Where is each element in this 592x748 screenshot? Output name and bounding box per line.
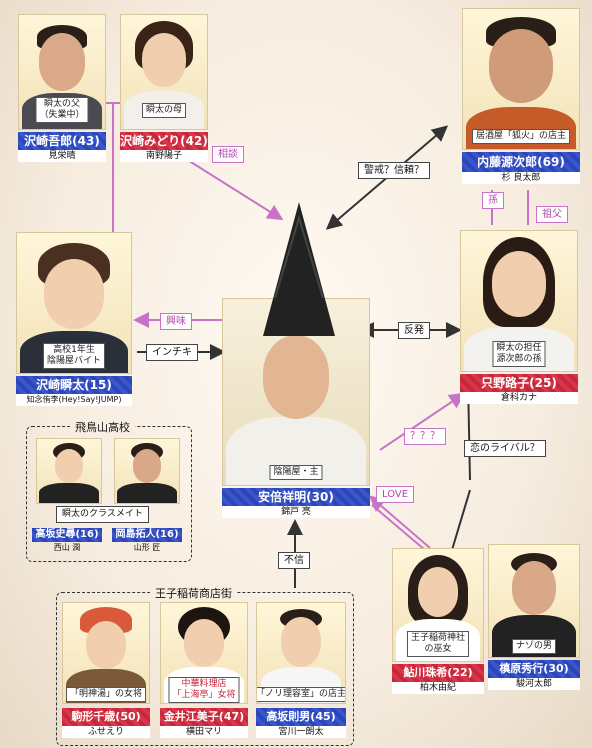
group-shopping-title: 王子稲荷商店街 <box>150 585 237 601</box>
role-classmates: 瞬太のクラスメイト <box>56 506 149 523</box>
face <box>263 335 329 419</box>
face <box>55 449 83 483</box>
actor-seimei: 錦戸 亮 <box>222 506 370 518</box>
actor-makihara: 駿河太郎 <box>488 678 580 690</box>
role-seimei: 陰陽屋・主 <box>269 465 323 480</box>
name-emiko: 金井江美子(47) <box>160 708 248 726</box>
photo-norio: 「ノリ理容室」の店主 <box>256 602 346 704</box>
card-emiko: 中華料理店「上海亭」女将 金井江美子(47) 横田マリ <box>160 602 248 746</box>
role-norio: 「ノリ理容室」の店主 <box>257 687 345 702</box>
label-hanpatsu: 反発 <box>398 322 430 339</box>
role-michiko: 瞬太の担任源次郎の孫 <box>492 341 546 367</box>
role-genjiro: 居酒屋「狐火」の店主 <box>471 129 571 144</box>
role-goro: 瞬太の父（失業中） <box>35 97 89 123</box>
actor-midori: 南野陽子 <box>120 150 208 162</box>
actor-shunta: 知念侑李(Hey!Say!JUMP) <box>16 394 132 406</box>
face <box>39 33 85 91</box>
label-love: LOVE <box>376 486 415 503</box>
actor-goro: 見栄晴 <box>18 150 106 162</box>
photo-chigusa: 「明神湯」の女将 <box>62 602 150 704</box>
photo-goro: 瞬太の父（失業中） <box>18 14 106 130</box>
photo-genjiro: 居酒屋「狐火」の店主 <box>462 8 580 150</box>
label-rival: 恋のライバル？ <box>464 440 546 457</box>
name-shiho: 高坂史尋(16) <box>32 528 102 542</box>
card-norio: 「ノリ理容室」の店主 高坂則男(45) 宮川一朗太 <box>256 602 346 746</box>
card-shunta: 高校1年生陰陽屋バイト 沢崎瞬太(15) 知念侑李(Hey!Say!JUMP) <box>16 232 132 410</box>
role-midori: 瞬太の母 <box>141 103 187 118</box>
actor-emiko: 横田マリ <box>160 726 248 738</box>
group-school-title: 飛鳥山高校 <box>70 419 135 435</box>
face <box>492 251 546 317</box>
label-sodan: 相談 <box>212 146 244 163</box>
photo-juki: 王子稲荷神社の巫女 <box>392 548 484 662</box>
name-takuto: 岡島拓人(16) <box>112 528 182 542</box>
face <box>281 617 321 667</box>
name-chigusa: 駒形千歳(50) <box>62 708 150 726</box>
label-hatena: ？？？ <box>404 428 446 445</box>
role-chigusa: 「明神湯」の女将 <box>65 687 147 702</box>
role-shunta: 高校1年生陰陽屋バイト <box>42 343 106 369</box>
role-emiko: 中華料理店「上海亭」女将 <box>168 677 240 703</box>
actor-chigusa: ふせえり <box>62 726 150 738</box>
face <box>86 621 126 669</box>
photo-emiko: 中華料理店「上海亭」女将 <box>160 602 248 704</box>
card-goro: 瞬太の父（失業中） 沢崎吾郎(43) 見栄晴 <box>18 14 106 166</box>
love-arrow <box>368 495 431 549</box>
face <box>44 259 104 329</box>
name-seimei: 安倍祥明(30) <box>222 488 370 506</box>
sodan-arrow <box>174 151 284 221</box>
card-michiko: 瞬太の担任源次郎の孫 只野路子(25) 倉科カナ <box>460 230 578 408</box>
card-genjiro: 居酒屋「狐火」の店主 内藤源次郎(69) 杉 良太郎 <box>462 8 580 186</box>
actor-norio: 宮川一朗太 <box>256 726 346 738</box>
name-midori: 沢崎みどり(42) <box>120 132 208 150</box>
rival-line <box>451 489 471 551</box>
photo-shunta: 高校1年生陰陽屋バイト <box>16 232 132 374</box>
name-michiko: 只野路子(25) <box>460 374 578 392</box>
face <box>184 619 224 667</box>
face <box>133 449 161 483</box>
photo-michiko: 瞬太の担任源次郎の孫 <box>460 230 578 372</box>
eboshi-hat <box>263 202 335 336</box>
name-genjiro: 内藤源次郎(69) <box>462 152 580 172</box>
photo-midori: 瞬太の母 <box>120 14 208 130</box>
role-juki: 王子稲荷神社の巫女 <box>406 631 470 657</box>
hatena-arrow <box>379 392 466 451</box>
photo-takuto <box>114 438 180 504</box>
name-norio: 高坂則男(45) <box>256 708 346 726</box>
actor-shiho: 西山 潤 <box>53 543 81 552</box>
label-sofu: 祖父 <box>536 206 568 223</box>
actor-takuto: 山形 匠 <box>133 543 161 552</box>
face <box>142 33 186 87</box>
label-fushin: 不信 <box>278 552 310 569</box>
card-chigusa: 「明神湯」の女将 駒形千歳(50) ふせえり <box>62 602 150 746</box>
photo-makihara: ナゾの男 <box>488 544 580 658</box>
card-makihara: ナゾの男 槙原秀行(30) 駿河太郎 <box>488 544 580 694</box>
face <box>418 567 458 617</box>
actor-michiko: 倉科カナ <box>460 392 578 404</box>
label-inchiki: インチキ <box>146 344 198 361</box>
name-juki: 鮎川珠希(22) <box>392 664 484 682</box>
actor-genjiro: 杉 良太郎 <box>462 172 580 184</box>
body <box>117 483 177 503</box>
name-shunta: 沢崎瞬太(15) <box>16 376 132 394</box>
face <box>512 561 556 615</box>
body <box>39 483 99 503</box>
name-makihara: 槙原秀行(30) <box>488 660 580 678</box>
actor-juki: 柏木由紀 <box>392 682 484 694</box>
label-keikai: 警戒？信頼？ <box>358 162 430 179</box>
face <box>489 29 553 103</box>
juki-seimei-line <box>371 504 426 551</box>
name-goro: 沢崎吾郎(43) <box>18 132 106 150</box>
role-makihara: ナゾの男 <box>511 639 557 654</box>
card-midori: 瞬太の母 沢崎みどり(42) 南野陽子 <box>120 14 208 166</box>
label-kyomi: 興味 <box>160 313 192 330</box>
label-mago: 孫 <box>482 192 504 209</box>
card-juki: 王子稲荷神社の巫女 鮎川珠希(22) 柏木由紀 <box>392 548 484 698</box>
photo-shiho <box>36 438 102 504</box>
